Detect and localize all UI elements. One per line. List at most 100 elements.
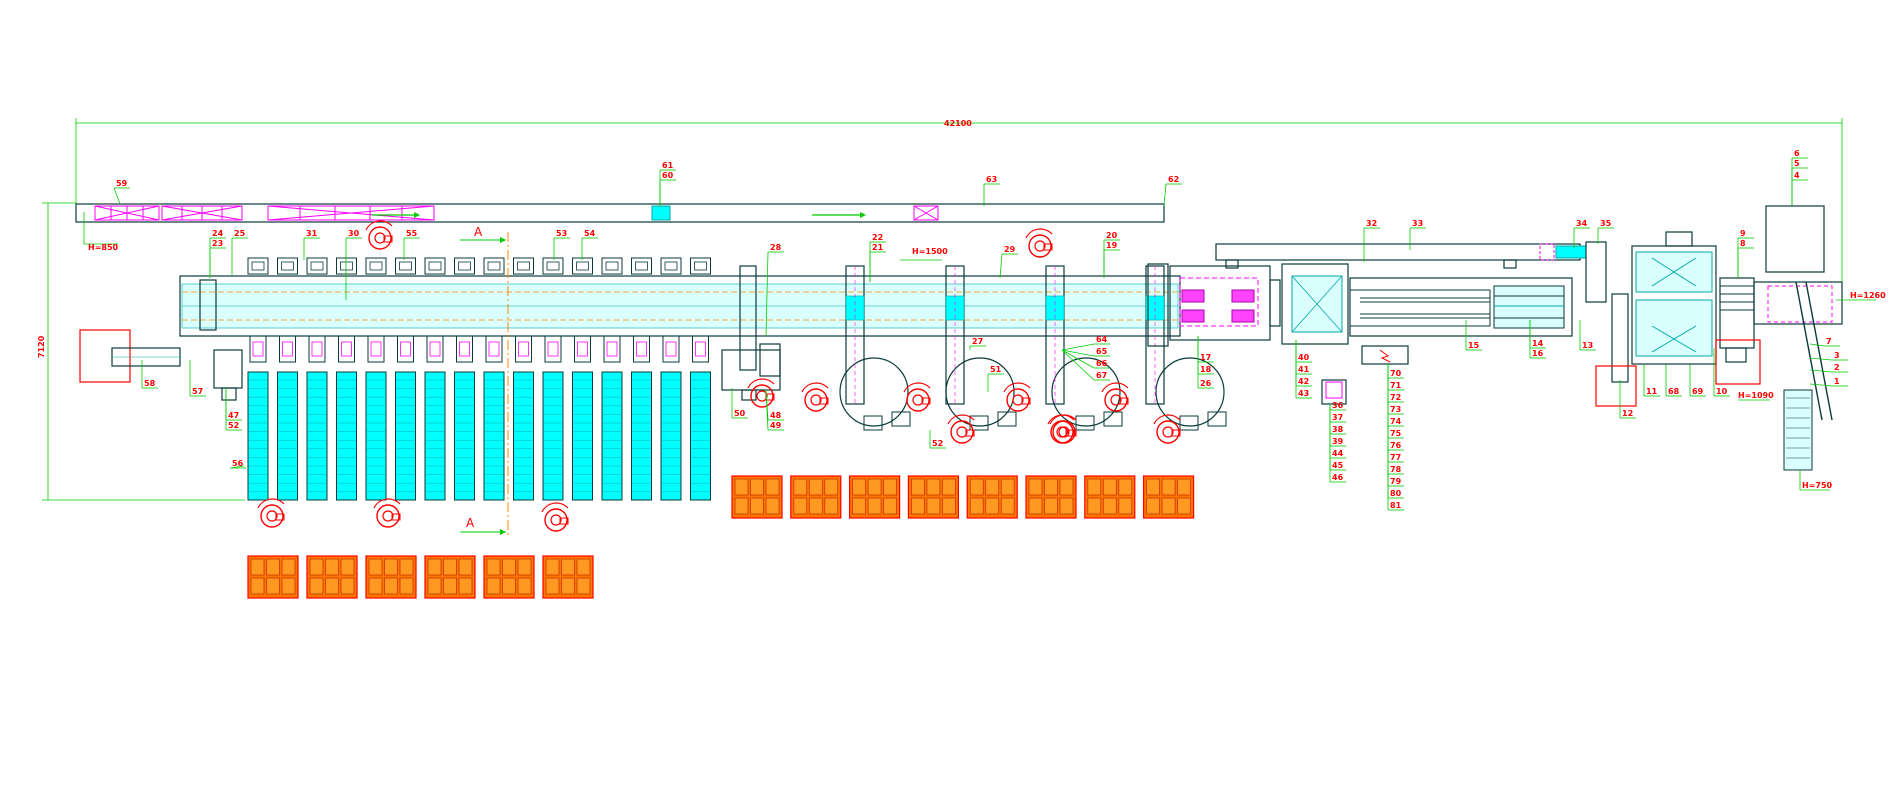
upper-module [631, 257, 652, 275]
callout-c30: 30 [348, 229, 360, 238]
robot-arm [365, 220, 393, 231]
turntable [839, 357, 909, 427]
robot-joint [1110, 394, 1122, 406]
callout-c52b: 52 [932, 439, 943, 448]
section-cut-aa: A A [460, 225, 509, 536]
turntable-foot [1179, 415, 1199, 431]
cyan-column [601, 371, 623, 501]
pallet-cell [1177, 478, 1191, 496]
robot-base [1050, 420, 1074, 444]
pallet-cell [1146, 497, 1160, 515]
callout-c76: 76 [1390, 441, 1402, 450]
pallet-cell [266, 577, 280, 595]
pallet-cell [867, 478, 882, 496]
upper-conveyor-33 [1215, 241, 1629, 383]
column-head-marker [252, 341, 264, 357]
transfer-conveyor-15 [1349, 277, 1573, 337]
column-head-marker [341, 341, 352, 357]
callout-c62: 62 [1168, 175, 1179, 184]
height-h850: H=850 [88, 243, 119, 252]
callout-leader [765, 389, 769, 431]
callout-leader [1061, 349, 1095, 369]
upper-module-inner [576, 261, 589, 271]
callout-c39: 39 [1332, 437, 1344, 446]
callout-c58: 58 [144, 379, 156, 388]
callout-c79: 79 [1390, 477, 1402, 486]
pallet-cell [340, 558, 355, 576]
callout-c7: 7 [1826, 337, 1832, 346]
pallet-cell [1161, 497, 1176, 515]
pallet-cell [1102, 497, 1117, 515]
robot-arm [903, 382, 931, 393]
robot-joint [956, 426, 968, 438]
callout-c49: 49 [770, 421, 782, 430]
callout-c51: 51 [990, 365, 1002, 374]
column-head-marker [400, 341, 411, 357]
cyan-column [690, 371, 711, 501]
callout-leader [1809, 369, 1833, 373]
callout-leader [113, 187, 121, 205]
cross-unit-row [845, 265, 1165, 405]
turntable [1155, 357, 1225, 427]
pallet-cell [458, 558, 473, 576]
robot-group [257, 220, 1181, 532]
section-label-bottom: A [466, 516, 475, 530]
callout-c29: 29 [1004, 245, 1016, 254]
dim-width-text: 7120 [37, 335, 46, 358]
callout-c78: 78 [1390, 465, 1402, 474]
turntable-foot [891, 411, 911, 427]
pallet-cell [309, 577, 324, 595]
upper-module-inner [281, 261, 294, 271]
callout-c26: 26 [1200, 379, 1212, 388]
pallet-cell [384, 577, 398, 595]
callout-c11: 11 [1646, 387, 1658, 396]
robot-arm [1153, 414, 1181, 425]
callout-leader [1061, 349, 1095, 381]
upper-module-inner [428, 261, 442, 271]
callout-c80: 80 [1390, 489, 1402, 498]
callout-c33: 33 [1412, 219, 1423, 228]
column-head-marker [429, 341, 441, 357]
callout-c63: 63 [986, 175, 997, 184]
pallet-cell [1177, 497, 1191, 515]
column-head [308, 335, 326, 363]
callout-c50: 50 [734, 409, 746, 418]
robot-base [950, 420, 974, 444]
callout-c32: 32 [1366, 219, 1377, 228]
robot-base [260, 504, 284, 528]
column-head [692, 335, 709, 363]
robot-gripper [819, 397, 829, 405]
pallet-cell [427, 558, 442, 576]
callout-c55: 55 [406, 229, 418, 238]
column-head-marker [459, 341, 470, 357]
pallet-cell [926, 478, 941, 496]
callout-c19: 19 [1106, 241, 1118, 250]
pallet-cell [911, 497, 925, 515]
callout-c66: 66 [1096, 359, 1108, 368]
callout-c35: 35 [1600, 219, 1612, 228]
robot-arm [1047, 414, 1075, 425]
robot-base [1052, 420, 1076, 444]
cyan-column [542, 371, 564, 501]
pallet-cell [1044, 497, 1058, 515]
robot-arm [373, 498, 401, 509]
pallet-cell [325, 577, 339, 595]
cyan-column [483, 371, 505, 501]
callout-c53: 53 [556, 229, 567, 238]
callout-c71: 71 [1390, 381, 1402, 390]
pallet-cell [734, 478, 749, 496]
cyan-column [424, 371, 446, 501]
turntable-foot [1103, 411, 1123, 427]
callout-c2: 2 [1834, 363, 1840, 372]
pallet-cell [502, 558, 516, 576]
cyan-column [631, 371, 652, 501]
callout-c64: 64 [1096, 335, 1108, 344]
callout-c36: 36 [1332, 401, 1344, 410]
robot-base [750, 384, 774, 408]
column-head-marker [695, 341, 706, 357]
callout-c59: 59 [116, 179, 128, 188]
pallet-cell [281, 558, 296, 576]
robot-gripper [1065, 429, 1075, 437]
pallet-cell [545, 577, 560, 595]
